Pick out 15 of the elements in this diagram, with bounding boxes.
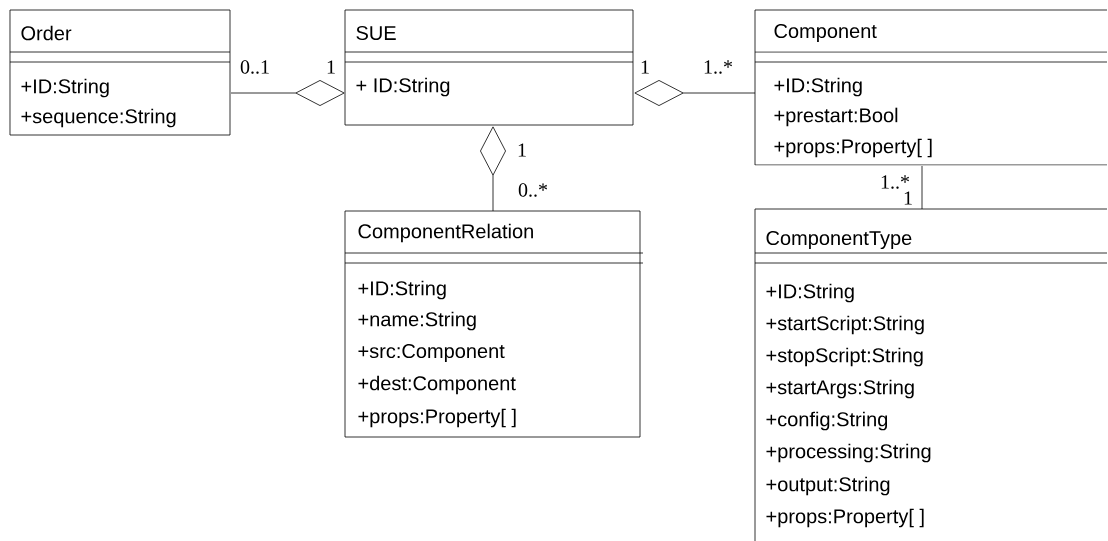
- aggregation-line: [230, 80, 345, 106]
- class-box: ComponentType +ID:String +startScript:String +stopScript:String +startArgs:String +config:String +processing:String +output:String +props:Property[ ]: [754, 208, 1108, 541]
- multiplicity-label: 1..*: [704, 60, 733, 74]
- multiplicity-label: 1..*: [881, 175, 910, 189]
- multiplicity-label: 1: [904, 191, 912, 205]
- aggregation-line: [921, 165, 923, 210]
- multiplicity-label: 0..1: [240, 60, 269, 74]
- multiplicity-label: 1: [518, 143, 526, 157]
- class-box: SUE + ID:String: [344, 9, 634, 126]
- class-box: Component +ID:String +prestart:Bool +props:Property[ ]: [754, 9, 1108, 166]
- aggregation-line: [480, 126, 506, 212]
- class-box: ComponentRelation +ID:String +name:String +src:Component +dest:Component +props:Property[ ]: [344, 210, 644, 438]
- class-box: Order +ID:String +sequence:String: [9, 9, 231, 136]
- aggregation-line: [634, 80, 756, 106]
- multiplicity-label: 0..*: [518, 183, 548, 197]
